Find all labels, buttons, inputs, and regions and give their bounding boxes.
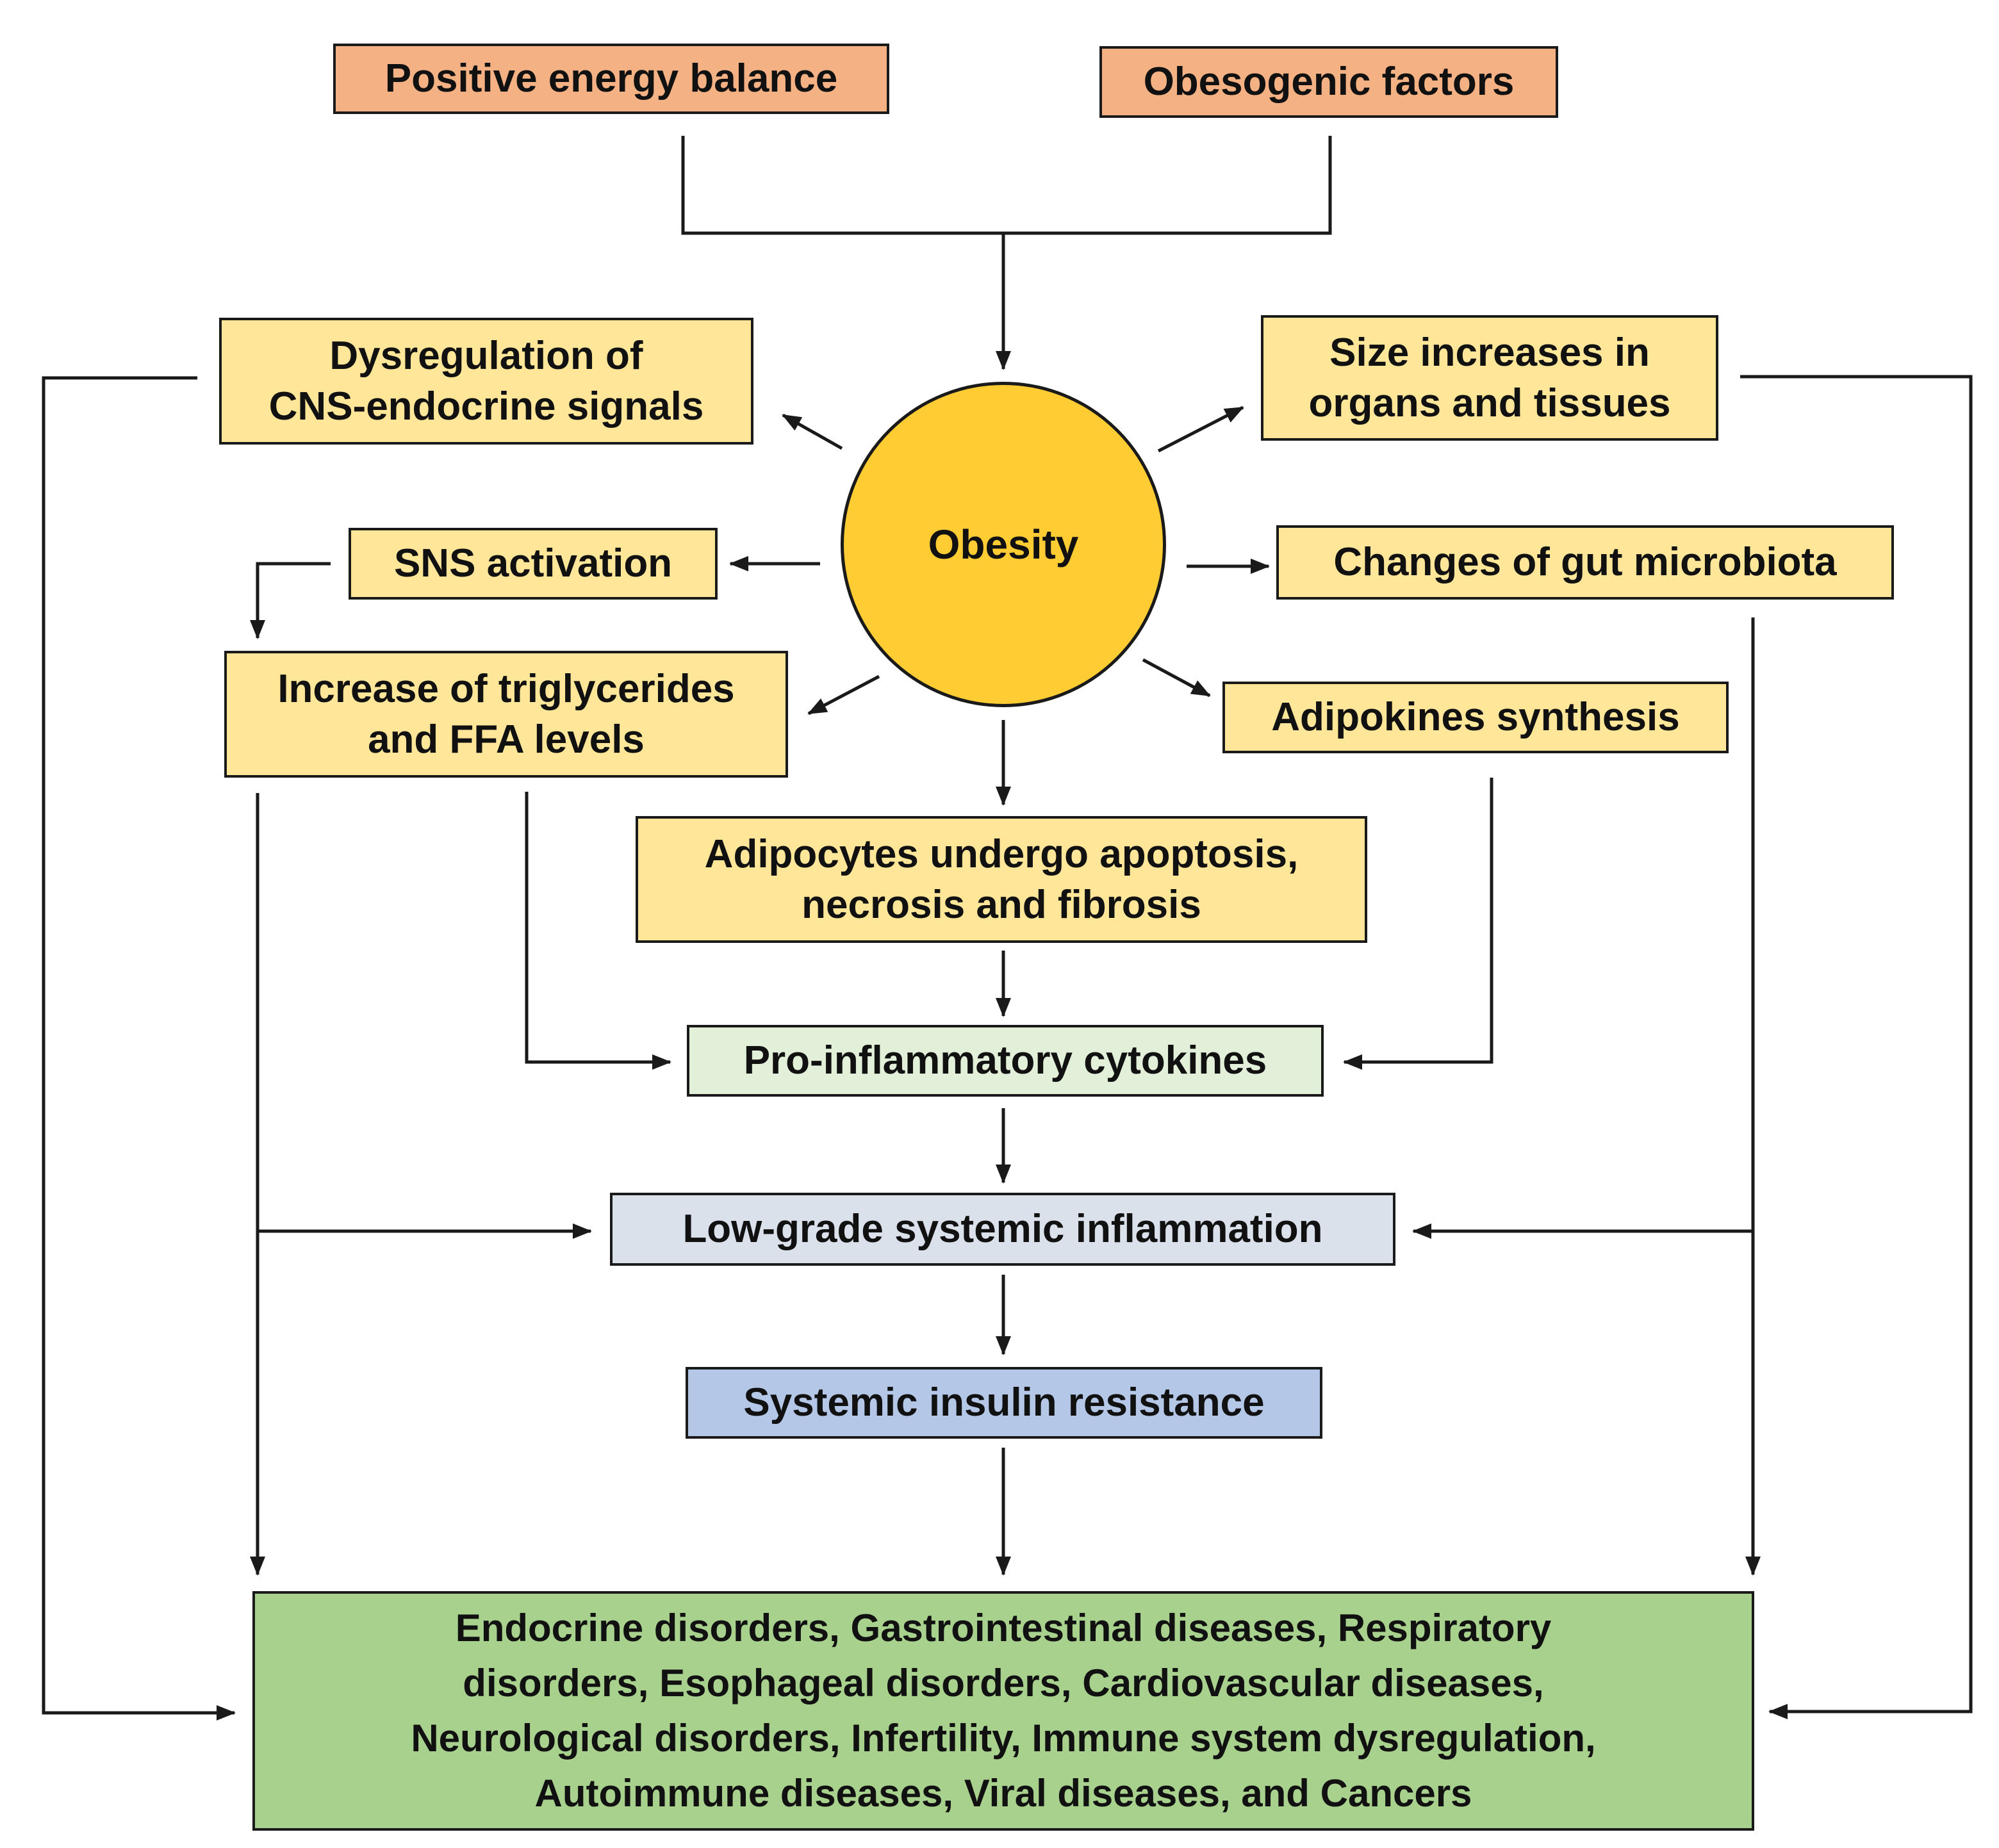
arrow-triglycerides-to-cytokines bbox=[525, 792, 671, 1070]
obesity-circle: Obesity bbox=[841, 382, 1166, 707]
size-increases-line-1: Size increases in bbox=[1329, 330, 1650, 375]
insulin-resistance-label: Systemic insulin resistance bbox=[743, 1380, 1265, 1425]
arrow-to-cns bbox=[782, 413, 843, 450]
adipocytes-box: Adipocytes undergo apoptosis, necrosis a… bbox=[636, 816, 1367, 943]
outer-right-loop bbox=[1740, 375, 1973, 1719]
obesogenic-factors-label: Obesogenic factors bbox=[1143, 60, 1515, 104]
adipokines-synthesis-label: Adipokines synthesis bbox=[1271, 695, 1680, 740]
sns-activation-box: SNS activation bbox=[349, 528, 718, 600]
adipocytes-line-1: Adipocytes undergo apoptosis, bbox=[704, 831, 1299, 876]
cns-dysregulation-box: Dysregulation of CNS-endocrine signals bbox=[219, 318, 753, 445]
obesogenic-factors-box: Obesogenic factors bbox=[1099, 46, 1558, 118]
low-grade-inflammation-label: Low-grade systemic inflammation bbox=[682, 1207, 1323, 1252]
arrow-sns-to-triglycerides bbox=[250, 562, 331, 639]
arrow-to-adipokines bbox=[1142, 658, 1211, 698]
disease-outcomes-line-2: disorders, Esophageal disorders, Cardiov… bbox=[463, 1662, 1544, 1705]
arrow-to-size bbox=[1157, 405, 1244, 453]
outer-left-loop bbox=[42, 376, 236, 1721]
arrow-to-triglycerides bbox=[807, 675, 880, 715]
positive-energy-balance-label: Positive energy balance bbox=[384, 56, 838, 101]
low-grade-inflammation-box: Low-grade systemic inflammation bbox=[610, 1193, 1395, 1266]
cns-dysregulation-line-2: CNS-endocrine signals bbox=[268, 384, 704, 429]
adipokines-synthesis-box: Adipokines synthesis bbox=[1222, 682, 1729, 753]
gut-microbiota-label: Changes of gut microbiota bbox=[1333, 540, 1837, 585]
pro-inflammatory-cytokines-label: Pro-inflammatory cytokines bbox=[743, 1038, 1267, 1083]
arrow-adipokines-to-cytokines bbox=[1343, 778, 1493, 1070]
sns-activation-label: SNS activation bbox=[393, 541, 673, 586]
size-increases-box: Size increases in organs and tissues bbox=[1261, 315, 1718, 441]
size-increases-line-2: organs and tissues bbox=[1308, 381, 1671, 425]
adipocytes-line-2: necrosis and fibrosis bbox=[802, 883, 1201, 927]
triglycerides-line-1: Increase of triglycerides bbox=[277, 666, 735, 711]
triglycerides-line-2: and FFA levels bbox=[368, 717, 645, 762]
merge-connector bbox=[681, 136, 1332, 235]
insulin-resistance-box: Systemic insulin resistance bbox=[686, 1367, 1322, 1439]
obesity-label: Obesity bbox=[928, 521, 1079, 568]
gut-microbiota-box: Changes of gut microbiota bbox=[1276, 525, 1894, 600]
pro-inflammatory-cytokines-box: Pro-inflammatory cytokines bbox=[687, 1025, 1324, 1097]
disease-outcomes-line-3: Neurological disorders, Infertility, Imm… bbox=[411, 1717, 1596, 1760]
disease-outcomes-box: Endocrine disorders, Gastrointestinal di… bbox=[252, 1591, 1754, 1831]
disease-outcomes-line-1: Endocrine disorders, Gastrointestinal di… bbox=[455, 1607, 1552, 1650]
triglycerides-box: Increase of triglycerides and FFA levels bbox=[224, 651, 788, 778]
disease-outcomes-line-4: Autoimmune diseases, Viral diseases, and… bbox=[534, 1771, 1472, 1815]
cns-dysregulation-line-1: Dysregulation of bbox=[329, 333, 643, 378]
positive-energy-balance-box: Positive energy balance bbox=[333, 44, 889, 114]
